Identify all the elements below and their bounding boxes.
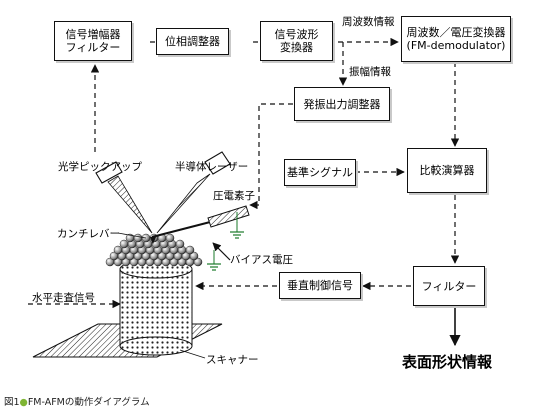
- caption-prefix: 図1: [4, 397, 20, 408]
- phase-adjuster-label: 位相調整器: [165, 35, 220, 48]
- freq-info-label: 周波数情報: [342, 16, 395, 28]
- vertical-label: 垂直制御信号: [287, 279, 353, 292]
- leader-lines: [117, 232, 206, 359]
- reference-label: 基準シグナル: [287, 166, 353, 179]
- scanner-cylinder: [119, 259, 193, 356]
- laser-label: 半導体レーザー: [175, 161, 249, 173]
- amp-filter-line2: フィルター: [65, 41, 121, 54]
- horizontal-scan-label: 水平走査信号: [32, 292, 95, 304]
- fm-demodulator-box: 周波数／電圧変換器 (FM-demodulator): [401, 16, 511, 62]
- fm-line1: 周波数／電圧変換器: [406, 26, 506, 39]
- reference-signal-box: 基準シグナル: [284, 159, 356, 186]
- figure-caption: 図1●FM-AFMの動作ダイアグラム: [4, 394, 150, 408]
- photodetector: [95, 161, 153, 234]
- piezo-element: [207, 205, 250, 239]
- amp-filter-line1: 信号増幅器: [65, 28, 121, 41]
- laser-diode: [156, 151, 231, 234]
- cantilever-label: カンチレバー: [57, 228, 120, 240]
- waveform-line1: 信号波形: [274, 28, 319, 41]
- vertical-control-box: 垂直制御信号: [279, 272, 361, 299]
- scanner-label: スキャナー: [206, 354, 259, 366]
- surface-topography-output: 表面形状情報: [402, 353, 493, 371]
- comparator-label: 比較演算器: [419, 164, 475, 177]
- arrow-bias: [212, 242, 231, 261]
- filter-box: フィルター: [413, 266, 485, 306]
- phase-adjuster-box: 位相調整器: [156, 28, 229, 55]
- photodetector-label: 光学ピックアップ: [58, 161, 142, 173]
- waveform-converter-box: 信号波形 変換器: [260, 21, 333, 61]
- fm-line2: (FM-demodulator): [406, 39, 506, 52]
- bias-ground-icon: [207, 250, 221, 271]
- caption-text: FM-AFMの動作ダイアグラム: [27, 397, 150, 408]
- osc-label: 発振出力調整器: [303, 97, 381, 111]
- signal-amp-filter-box: 信号増幅器 フィルター: [54, 21, 132, 61]
- caption-bullet: ●: [19, 397, 28, 408]
- waveform-line2: 変換器: [280, 41, 313, 54]
- cantilever: [150, 219, 219, 244]
- amp-info-label: 振幅情報: [349, 66, 391, 78]
- sample-atoms: [105, 233, 203, 267]
- arrow-osc-to-piezo: [249, 103, 293, 210]
- comparator-box: 比較演算器: [407, 148, 487, 193]
- osc-output-adjuster-box: 発振出力調整器: [294, 87, 390, 121]
- filter-label: フィルター: [421, 279, 477, 293]
- piezo-label: 圧電素子: [213, 190, 255, 202]
- bias-label: バイアス電圧: [230, 254, 293, 266]
